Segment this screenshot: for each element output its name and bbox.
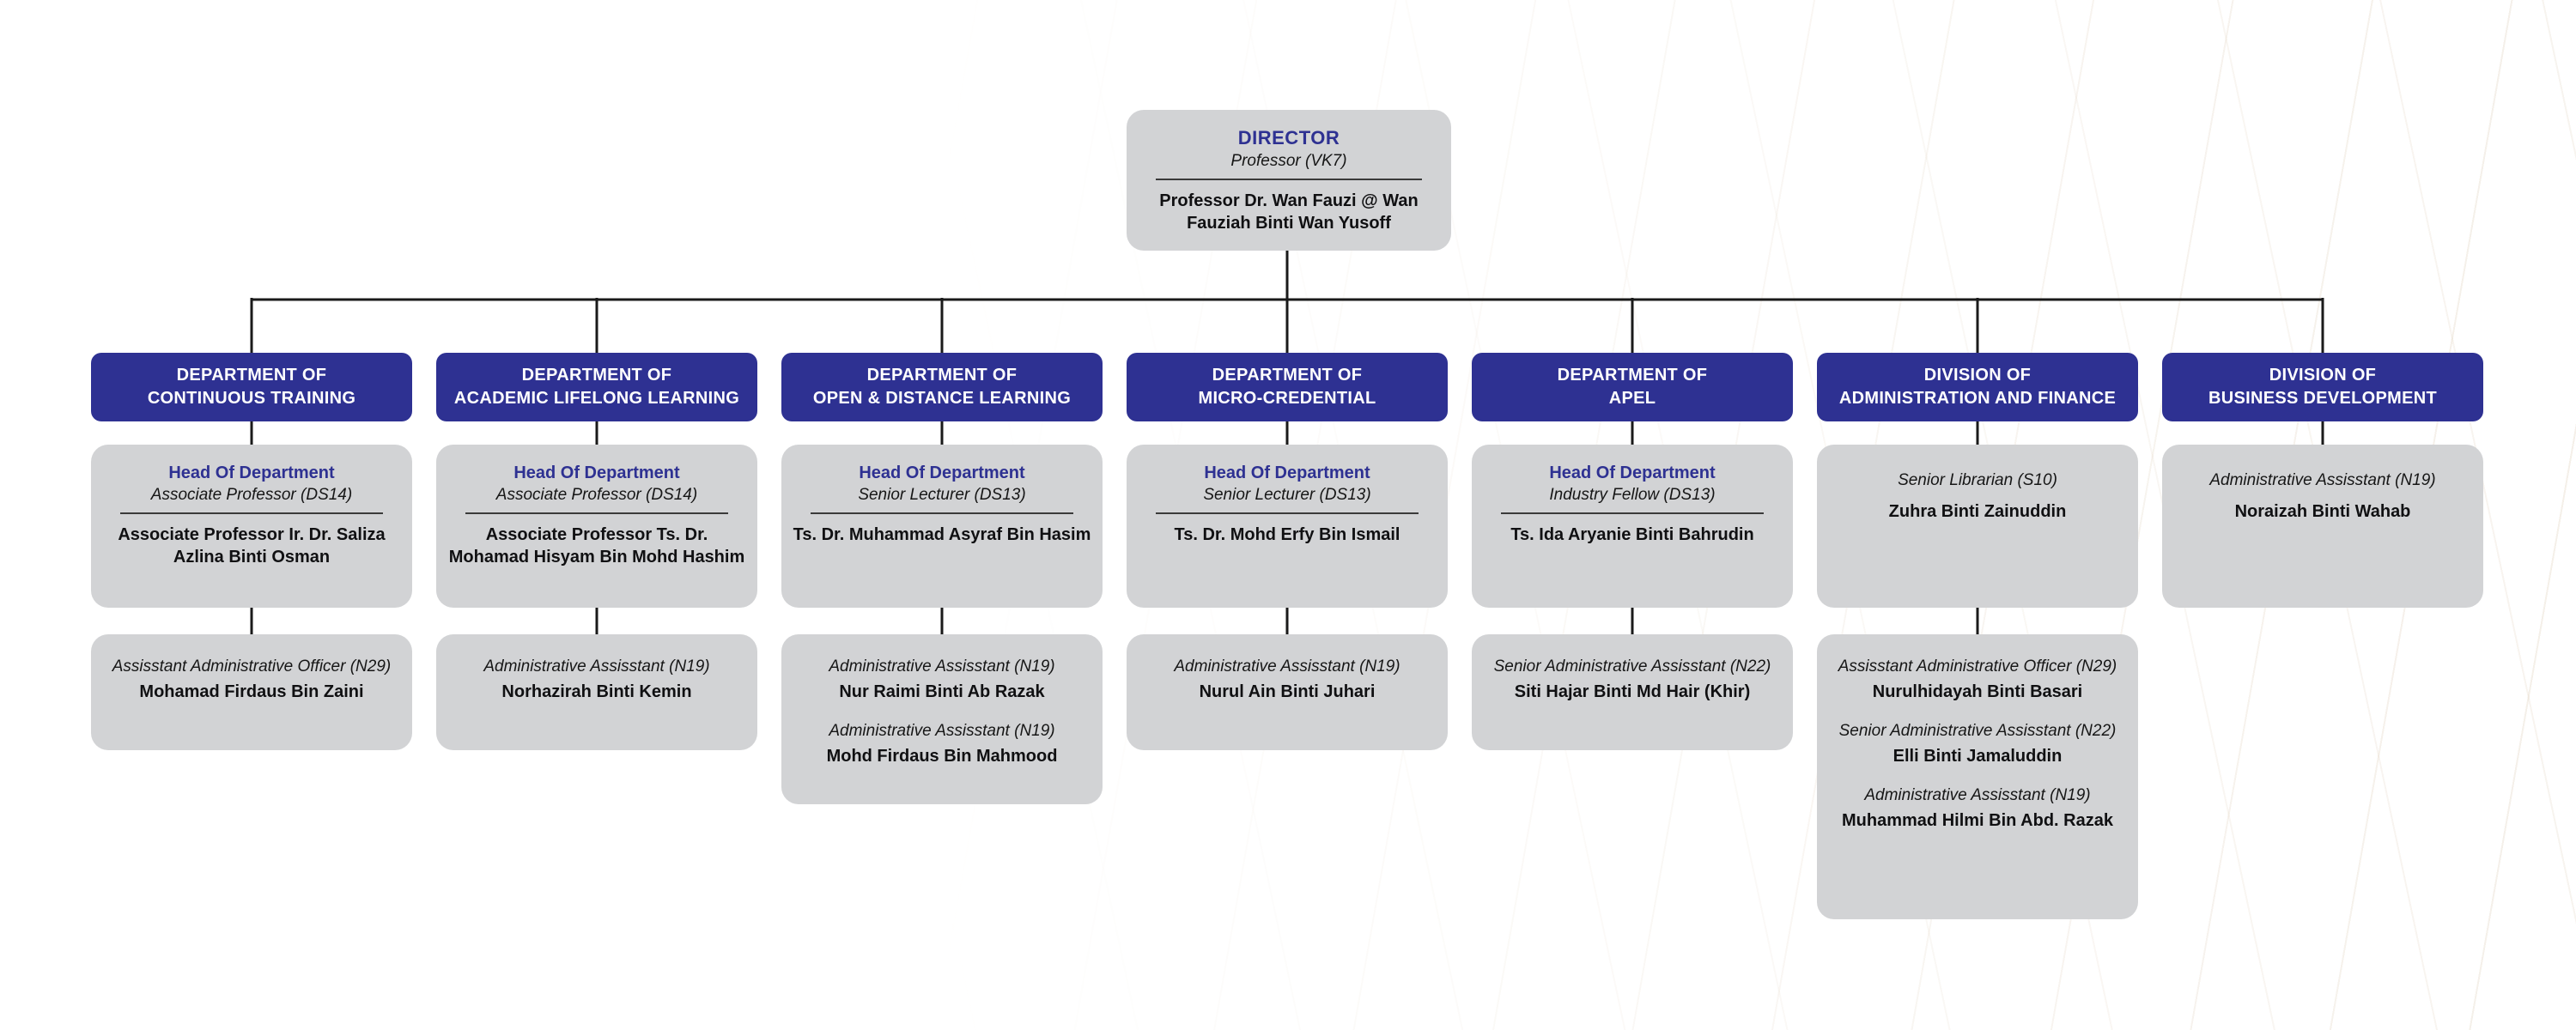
staff-role: Assisstant Administrative Officer (N29)	[112, 657, 392, 676]
hod-role: Industry Fellow (DS13)	[1549, 486, 1716, 504]
staff-name: Zuhra Binti Zainuddin	[1888, 502, 2067, 521]
hod-name: Associate Professor Ts. Dr. Mohamad Hisy…	[448, 525, 745, 566]
staff-name: Mohamad Firdaus Bin Zaini	[139, 682, 364, 701]
staff-entry: Administrative Assisstant (N19) Nur Raim…	[792, 657, 1092, 703]
head-of-department-box: Head Of Department Associate Professor (…	[436, 445, 757, 608]
unit-header: DIVISION OF ADMINISTRATION AND FINANCE	[1817, 353, 2138, 421]
hod-name: Associate Professor Ir. Dr. Saliza Azlin…	[118, 525, 386, 566]
staff-role: Assisstant Administrative Officer (N29)	[1838, 657, 2117, 676]
unit-header-line2: ADMINISTRATION AND FINANCE	[1838, 389, 2117, 408]
staff-entry: Administrative Assisstant (N19) Muhammad…	[1827, 786, 2128, 832]
head-of-department-box: Head Of Department Senior Lecturer (DS13…	[1127, 445, 1448, 608]
staff-name: Siti Hajar Binti Md Hair (Khir)	[1514, 682, 1751, 701]
column-micro-credential: DEPARTMENT OF MICRO-CREDENTIAL Head Of D…	[1127, 353, 1448, 750]
hod-name: Ts. Dr. Mohd Erfy Bin Ismail	[1174, 525, 1400, 544]
staff-role: Administrative Assisstant (N19)	[829, 722, 1055, 740]
column-administration-finance: DIVISION OF ADMINISTRATION AND FINANCE S…	[1817, 353, 2138, 919]
divider	[1500, 512, 1765, 514]
unit-header-line2: OPEN & DISTANCE LEARNING	[812, 389, 1072, 408]
divider	[119, 512, 384, 514]
staff-entry: Administrative Assisstant (N19) Norhazir…	[447, 657, 747, 703]
staff-name: Norhazirah Binti Kemin	[501, 682, 692, 701]
staff-entry: Administrative Assisstant (N19) Mohd Fir…	[792, 722, 1092, 767]
unit-header-line1: DEPARTMENT OF	[521, 366, 672, 385]
staff-box: Administrative Assisstant (N19) Nur Raim…	[781, 634, 1103, 804]
staff-role: Administrative Assisstant (N19)	[1864, 786, 2091, 804]
unit-header: DIVISION OF BUSINESS DEVELOPMENT	[2162, 353, 2483, 421]
staff-role: Administrative Assisstant (N19)	[2209, 471, 2436, 489]
staff-name: Noraizah Binti Wahab	[2234, 502, 2411, 521]
divider	[1156, 179, 1422, 180]
hod-name: Ts. Ida Aryanie Binti Bahrudin	[1510, 525, 1754, 544]
director-name: Professor Dr. Wan Fauzi @ Wan Fauziah Bi…	[1159, 191, 1419, 233]
hod-heading: Head Of Department	[859, 464, 1025, 482]
staff-name: Nurul Ain Binti Juhari	[1199, 682, 1376, 701]
unit-header-line1: DEPARTMENT OF	[1212, 366, 1363, 385]
unit-header-line2: CONTINUOUS TRAINING	[147, 389, 356, 408]
hod-role: Associate Professor (DS14)	[495, 486, 698, 504]
staff-entry: Assisstant Administrative Officer (N29) …	[1827, 657, 2128, 703]
hod-heading: Head Of Department	[1204, 464, 1370, 482]
staff-name: Nur Raimi Binti Ab Razak	[839, 682, 1045, 701]
staff-entry: Assisstant Administrative Officer (N29) …	[101, 657, 402, 703]
unit-header-line1: DEPARTMENT OF	[176, 366, 327, 385]
staff-role: Senior Administrative Assisstant (N22)	[1493, 657, 1771, 676]
staff-role: Senior Librarian (S10)	[1898, 471, 2057, 489]
unit-header-line1: DEPARTMENT OF	[1557, 366, 1708, 385]
director-title: DIRECTOR	[1237, 127, 1340, 148]
column-apel: DEPARTMENT OF APEL Head Of Department In…	[1472, 353, 1793, 750]
divider	[810, 512, 1074, 514]
director-role: Professor (VK7)	[1230, 152, 1347, 170]
staff-role: Administrative Assisstant (N19)	[483, 657, 710, 676]
staff-box: Assisstant Administrative Officer (N29) …	[91, 634, 412, 750]
director-box: DIRECTOR Professor (VK7) Professor Dr. W…	[1127, 110, 1451, 251]
staff-name: Muhammad Hilmi Bin Abd. Razak	[1842, 811, 2113, 830]
column-business-development: DIVISION OF BUSINESS DEVELOPMENT Adminis…	[2162, 353, 2483, 608]
unit-header-line2: ACADEMIC LIFELONG LEARNING	[453, 389, 740, 408]
hod-role: Senior Lecturer (DS13)	[1203, 486, 1371, 504]
unit-header-line2: APEL	[1608, 389, 1656, 408]
staff-name: Elli Binti Jamaluddin	[1893, 747, 2063, 766]
hod-heading: Head Of Department	[513, 464, 680, 482]
hod-heading: Head Of Department	[168, 464, 335, 482]
staff-role: Administrative Assisstant (N19)	[1174, 657, 1400, 676]
column-academic-lifelong-learning: DEPARTMENT OF ACADEMIC LIFELONG LEARNING…	[436, 353, 757, 750]
unit-header-line1: DIVISION OF	[2269, 366, 2377, 385]
staff-role: Senior Administrative Assisstant (N22)	[1838, 722, 2117, 740]
divider	[1155, 512, 1419, 514]
unit-header-line2: BUSINESS DEVELOPMENT	[2208, 389, 2438, 408]
staff-box: Senior Administrative Assisstant (N22) S…	[1472, 634, 1793, 750]
unit-header-line1: DEPARTMENT OF	[866, 366, 1018, 385]
head-of-department-box: Head Of Department Associate Professor (…	[91, 445, 412, 608]
unit-header: DEPARTMENT OF ACADEMIC LIFELONG LEARNING	[436, 353, 757, 421]
staff-box: Administrative Assisstant (N19) Norhazir…	[436, 634, 757, 750]
hod-name: Ts. Dr. Muhammad Asyraf Bin Hasim	[793, 525, 1091, 544]
unit-header-line1: DIVISION OF	[1923, 366, 2032, 385]
senior-librarian-box: Senior Librarian (S10) Zuhra Binti Zainu…	[1817, 445, 2138, 608]
column-continuous-training: DEPARTMENT OF CONTINUOUS TRAINING Head O…	[91, 353, 412, 750]
administrative-assistant-box: Administrative Assisstant (N19) Noraizah…	[2162, 445, 2483, 608]
staff-entry: Administrative Assisstant (N19) Nurul Ai…	[1137, 657, 1437, 703]
column-open-distance-learning: DEPARTMENT OF OPEN & DISTANCE LEARNING H…	[781, 353, 1103, 804]
unit-header-line2: MICRO-CREDENTIAL	[1198, 389, 1376, 408]
staff-name: Nurulhidayah Binti Basari	[1872, 682, 2083, 701]
head-of-department-box: Head Of Department Senior Lecturer (DS13…	[781, 445, 1103, 608]
staff-box: Administrative Assisstant (N19) Nurul Ai…	[1127, 634, 1448, 750]
unit-header: DEPARTMENT OF CONTINUOUS TRAINING	[91, 353, 412, 421]
unit-header: DEPARTMENT OF MICRO-CREDENTIAL	[1127, 353, 1448, 421]
hod-heading: Head Of Department	[1549, 464, 1716, 482]
staff-role: Administrative Assisstant (N19)	[829, 657, 1055, 676]
unit-header: DEPARTMENT OF APEL	[1472, 353, 1793, 421]
staff-entry: Senior Administrative Assisstant (N22) S…	[1482, 657, 1783, 703]
staff-box: Assisstant Administrative Officer (N29) …	[1817, 634, 2138, 919]
staff-entry: Senior Administrative Assisstant (N22) E…	[1827, 722, 2128, 767]
hod-role: Associate Professor (DS14)	[150, 486, 353, 504]
staff-name: Mohd Firdaus Bin Mahmood	[826, 747, 1058, 766]
head-of-department-box: Head Of Department Industry Fellow (DS13…	[1472, 445, 1793, 608]
divider	[465, 512, 729, 514]
unit-header: DEPARTMENT OF OPEN & DISTANCE LEARNING	[781, 353, 1103, 421]
hod-role: Senior Lecturer (DS13)	[858, 486, 1026, 504]
